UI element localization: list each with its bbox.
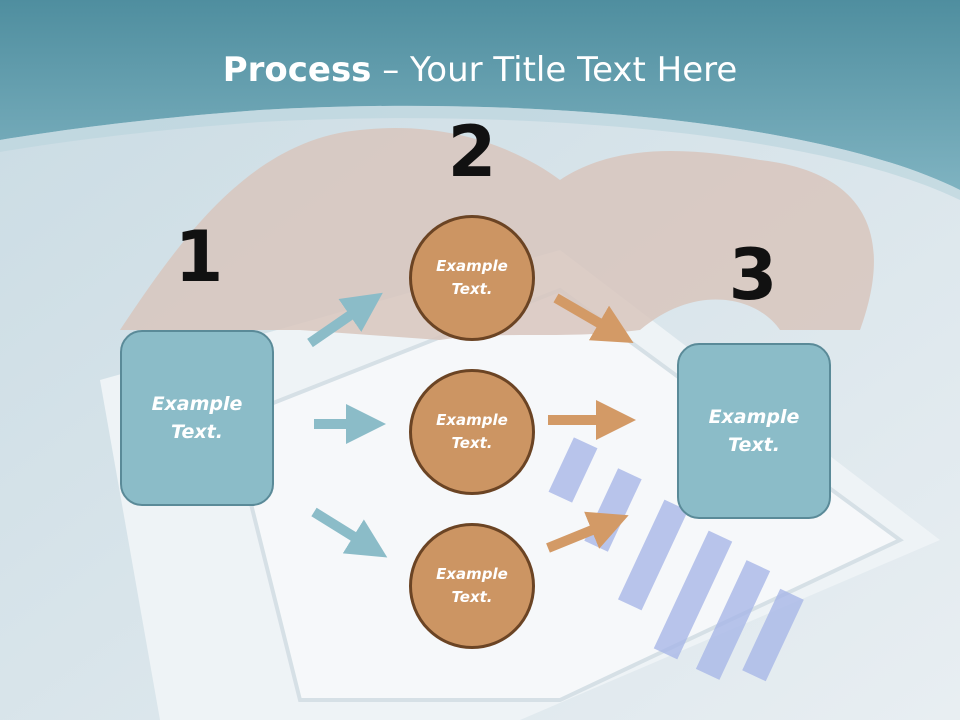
step-2-label-top: Example Text.	[436, 256, 508, 298]
step-2-label-middle: Example Text.	[436, 410, 508, 452]
step-3-label: Example Text.	[708, 405, 800, 457]
title-rest: – Your Title Text Here	[371, 50, 738, 90]
step-2-circle-top: Example Text.	[409, 215, 535, 341]
step-1-label: Example Text.	[151, 392, 243, 444]
step-2-circle-middle: Example Text.	[409, 369, 535, 495]
step-2-number: 2	[447, 111, 497, 193]
slide-title: Process – Your Title Text Here	[0, 50, 960, 90]
step-1-box: Example Text.	[120, 330, 274, 506]
step-1-number: 1	[174, 216, 224, 298]
step-2-circle-bottom: Example Text.	[409, 523, 535, 649]
title-bold: Process	[222, 50, 372, 90]
step-3-number: 3	[728, 234, 778, 316]
step-2-label-bottom: Example Text.	[436, 564, 508, 606]
step-3-box: Example Text.	[677, 343, 831, 519]
